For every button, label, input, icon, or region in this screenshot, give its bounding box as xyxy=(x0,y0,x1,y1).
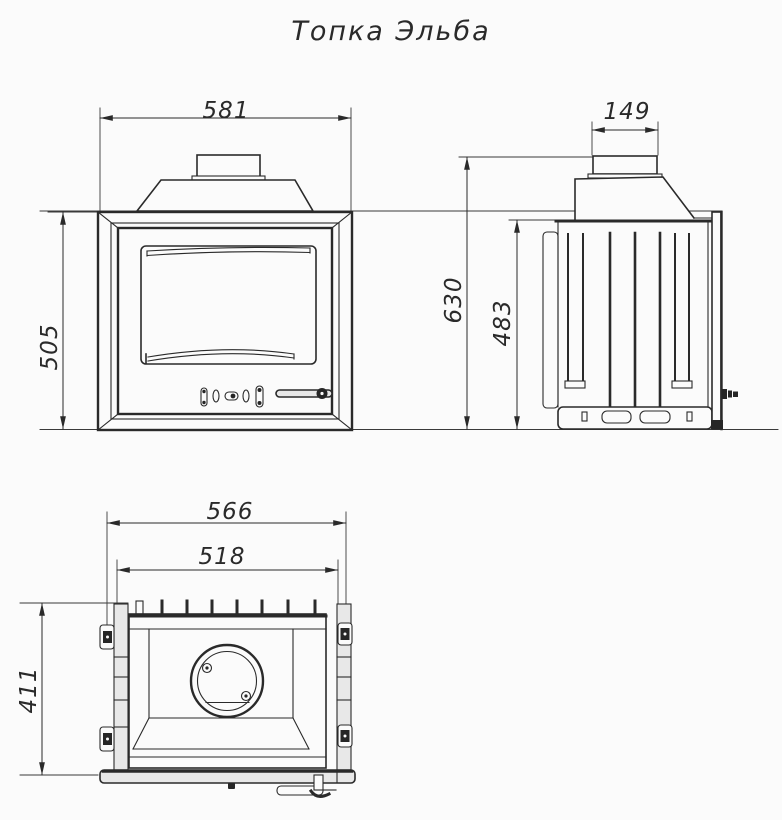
front-view: 581 505 xyxy=(37,98,354,432)
frame-foot xyxy=(711,420,723,429)
flue-outer-circle xyxy=(189,643,265,719)
knob-dot xyxy=(257,401,262,405)
base-plate xyxy=(557,406,713,430)
knob-segment xyxy=(733,391,738,397)
handle-stem xyxy=(313,774,324,791)
frame-bevel xyxy=(331,211,353,229)
dimension-label-collar-width: 149 xyxy=(604,99,651,125)
smoke-dome-side xyxy=(574,176,696,220)
frame-bevel xyxy=(331,413,353,431)
latch-dot xyxy=(230,393,236,399)
knob-dot xyxy=(202,400,206,405)
knob-highlight xyxy=(320,391,324,396)
rail xyxy=(113,603,129,771)
firebox-slope xyxy=(132,717,150,750)
dimension-label-depth: 411 xyxy=(16,667,42,714)
control-pin[interactable] xyxy=(212,389,220,403)
rear-fins xyxy=(135,599,317,616)
rib-foot xyxy=(671,380,693,389)
control-pin[interactable] xyxy=(242,389,250,403)
knob-dot xyxy=(257,388,262,392)
flue-collar-side xyxy=(592,155,658,175)
handle-hook xyxy=(308,788,332,798)
frame-inner xyxy=(116,226,334,416)
top-view: 566 518 411 xyxy=(16,499,356,798)
base-slot xyxy=(639,410,671,424)
glass-top-trim xyxy=(146,251,311,257)
air-slider-knob[interactable] xyxy=(200,387,208,407)
clip-screw xyxy=(106,635,109,639)
dimension-label-total-height: 630 xyxy=(441,277,467,324)
front-trim-bar xyxy=(99,769,356,784)
drawing-title: Топка Эльба xyxy=(291,16,491,47)
base-hole xyxy=(686,411,693,422)
rib-foot xyxy=(564,380,586,389)
back-panel xyxy=(542,231,559,409)
dimension-label-top-inner-width: 518 xyxy=(199,544,246,570)
flue-collar-front xyxy=(196,154,261,178)
right-rail xyxy=(336,603,353,771)
clip-screw xyxy=(106,737,109,741)
latch-nub xyxy=(228,783,235,789)
door-glass xyxy=(140,245,317,365)
knob-segment xyxy=(728,390,732,398)
clip-screw xyxy=(343,734,347,738)
firebox-slope xyxy=(292,717,310,750)
left-rail xyxy=(99,603,129,771)
smoke-dome-front xyxy=(135,179,315,212)
side-view: 149 630 483 xyxy=(441,99,738,431)
handle-knob-side[interactable] xyxy=(722,389,738,399)
latch-handle-top[interactable] xyxy=(276,774,337,798)
dimension-label-body-height: 483 xyxy=(490,300,516,347)
screw-dot xyxy=(244,694,248,698)
glass-bottom-trim xyxy=(147,353,295,362)
frame-bevel xyxy=(97,413,119,431)
convection-ribs xyxy=(564,231,693,409)
flue-inner-circle xyxy=(196,650,258,712)
dimension-label-front-height: 505 xyxy=(37,324,63,371)
glass-bottom-trim xyxy=(147,349,295,358)
glass-top-trim xyxy=(146,246,311,252)
fin-bracket xyxy=(135,600,144,615)
front-frame-edge xyxy=(711,211,722,430)
clip-screw xyxy=(343,632,347,636)
dimension-label-front-width: 581 xyxy=(203,98,250,124)
base-hole xyxy=(581,411,588,422)
frame-bevel xyxy=(97,211,119,229)
knob-dot xyxy=(202,389,206,394)
flue-opening xyxy=(189,643,265,719)
air-controls xyxy=(200,385,333,408)
air-slider-knob[interactable] xyxy=(255,385,264,408)
knob-segment xyxy=(722,389,727,399)
screw-dot xyxy=(205,666,209,670)
base-slot xyxy=(601,410,632,424)
frame-mid xyxy=(110,222,340,420)
dimension-label-top-outer-width: 566 xyxy=(207,499,254,525)
